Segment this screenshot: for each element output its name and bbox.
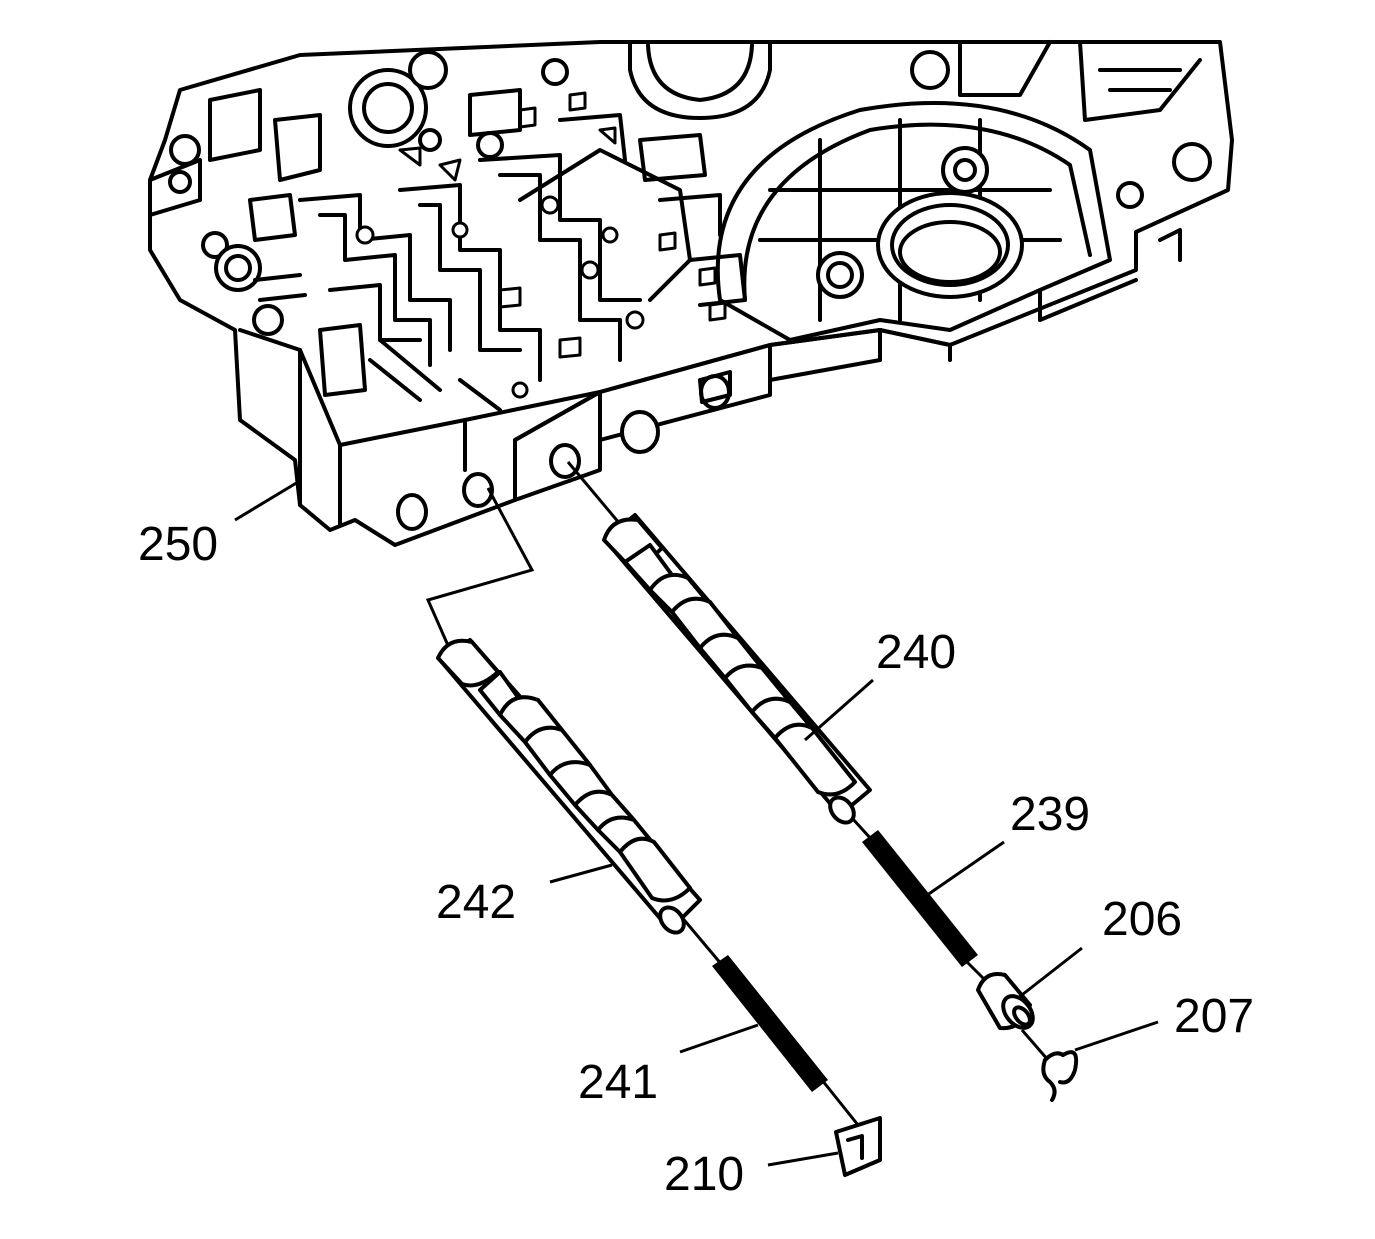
- valve-body: [148, 40, 1234, 547]
- callout-210: 210: [664, 1148, 744, 1201]
- valve-spool-240: [602, 513, 872, 825]
- callout-206: 206: [1102, 893, 1182, 946]
- bore-plug-206: [976, 972, 1035, 1031]
- leader-250: [234, 480, 299, 522]
- retainer-clip-210: [834, 1116, 882, 1177]
- spring-241: [712, 955, 828, 1092]
- leader-239: [919, 840, 1005, 902]
- leader-lines: [234, 480, 1159, 1167]
- callout-239: 239: [1010, 788, 1090, 841]
- leader-206: [1017, 946, 1083, 1000]
- leader-242: [549, 863, 613, 884]
- retainer-clip-207: [1041, 1050, 1079, 1102]
- callout-labels: 250 240 239 206 207 242 241 210: [138, 518, 1254, 1201]
- callout-240: 240: [876, 626, 956, 679]
- callout-207: 207: [1174, 990, 1254, 1043]
- leader-241: [679, 1023, 759, 1054]
- assembly-axis-242: [425, 487, 860, 1126]
- leader-240: [804, 678, 874, 742]
- callout-250: 250: [138, 518, 218, 571]
- callout-242: 242: [436, 876, 516, 929]
- callout-241: 241: [578, 1056, 658, 1109]
- leader-210: [767, 1151, 839, 1167]
- leader-207: [1074, 1020, 1159, 1052]
- valve-spool-242: [436, 638, 702, 935]
